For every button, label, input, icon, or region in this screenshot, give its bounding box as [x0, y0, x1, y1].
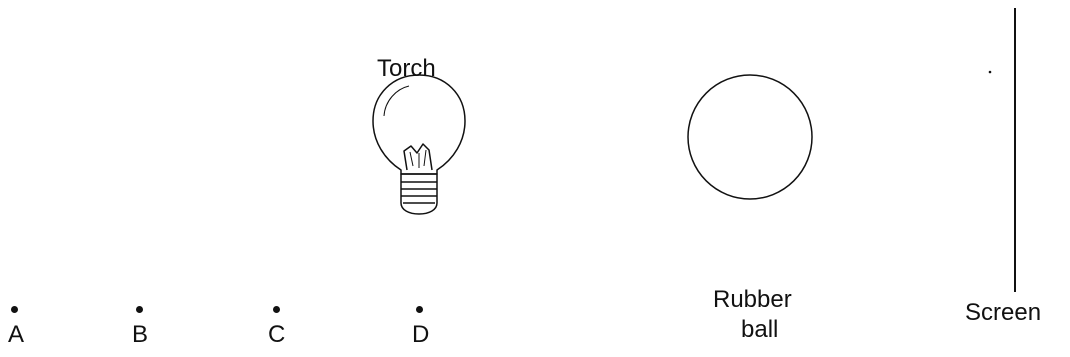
- point-d-dot: [416, 306, 423, 313]
- speck-mark: [988, 70, 992, 74]
- screen-label: Screen: [965, 299, 1042, 326]
- rubber-ball-label-line1: Rubber: [713, 286, 792, 313]
- rubber-ball-shape: [687, 74, 813, 200]
- torch-bulb-icon: [372, 74, 466, 215]
- point-c-dot: [273, 306, 280, 313]
- point-a-dot: [11, 306, 18, 313]
- point-a-label: A: [8, 321, 25, 348]
- rubber-ball-label-line2: ball: [741, 316, 779, 343]
- torch-label: Torch: [377, 55, 436, 82]
- point-b-dot: [136, 306, 143, 313]
- point-c-label: C: [268, 321, 286, 348]
- point-b-label: B: [132, 321, 149, 348]
- point-d-label: D: [412, 321, 430, 348]
